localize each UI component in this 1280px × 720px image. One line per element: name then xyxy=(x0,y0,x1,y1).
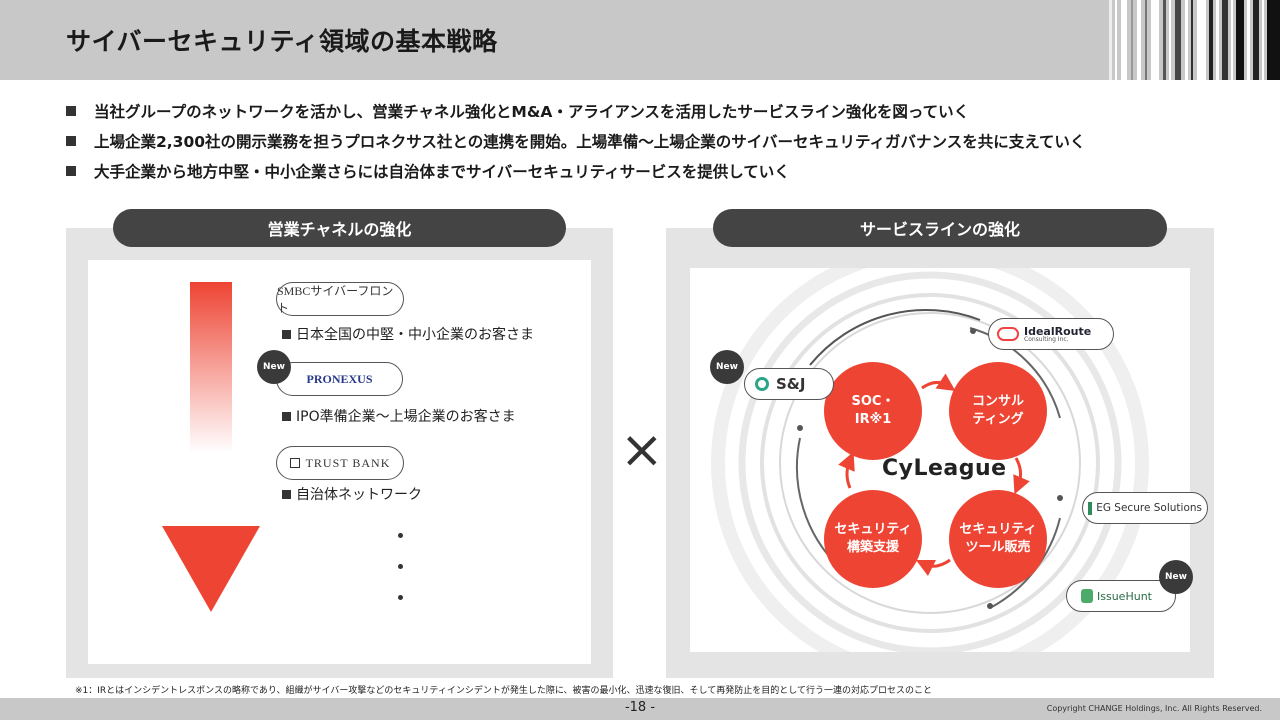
footer-bar xyxy=(0,698,1280,720)
bullet-item: 当社グループのネットワークを活かし、営業チャネル強化とM&A・アライアンスを活用… xyxy=(66,96,1266,126)
trust-bank-logo: TRUST BANK xyxy=(276,446,404,480)
ellipsis-dot xyxy=(398,595,403,600)
security-build-node: セキュリティ 構築支援 xyxy=(824,490,922,588)
eg-secure-partner-logo: EG Secure Solutions xyxy=(1082,492,1208,524)
bullet-square-icon xyxy=(282,329,291,339)
new-badge: New xyxy=(257,350,291,384)
bullet-square-icon xyxy=(66,136,76,146)
concentric-rings-decoration xyxy=(711,268,1149,652)
bullet-square-icon xyxy=(66,106,76,116)
bullet-item: 上場企業2,300社の開示業務を担うプロネクサス社との連携を開始。上場準備～上場… xyxy=(66,126,1266,156)
new-badge: New xyxy=(710,350,744,384)
footnote: ※1：IRとはインシデントレスポンスの略称であり、組織がサイバー攻撃などのセキュ… xyxy=(75,686,933,696)
bullet-item: 大手企業から地方中堅・中小企業さらには自治体までサイバーセキュリティサービスを提… xyxy=(66,156,1266,186)
trust-bank-icon xyxy=(289,458,300,468)
consulting-node: コンサル ティング xyxy=(949,362,1047,460)
service-line-heading: サービスラインの強化 xyxy=(713,209,1167,247)
security-tools-node: セキュリティ ツール販売 xyxy=(949,490,1047,588)
copyright: Copyright CHANGE Holdings, Inc. All Righ… xyxy=(1046,704,1262,713)
idealroute-partner-logo: IdealRoute Consulting Inc. xyxy=(988,318,1114,350)
issuehunt-icon xyxy=(1081,589,1093,603)
cycle-arrows-icon xyxy=(838,373,1030,577)
ellipsis-dot xyxy=(398,533,403,538)
smbc-cyberfront-logo: SMBCサイバーフロント xyxy=(276,282,404,316)
down-arrow-icon xyxy=(162,282,260,612)
channel-description: 日本全国の中堅・中小企業のお客さま xyxy=(282,324,534,344)
page-number: -18 - xyxy=(624,700,656,715)
bullet-square-icon xyxy=(66,166,76,176)
bullet-list: 当社グループのネットワークを活かし、営業チャネル強化とM&A・アライアンスを活用… xyxy=(66,96,1266,186)
sj-partner-logo: S&J xyxy=(744,368,834,400)
eg-icon xyxy=(1088,501,1093,515)
channel-description: 自治体ネットワーク xyxy=(282,484,422,504)
barcode-decoration xyxy=(1105,0,1280,80)
bullet-square-icon xyxy=(282,489,291,499)
channel-description: IPO準備企業～上場企業のお客さま xyxy=(282,406,516,426)
page-title: サイバーセキュリティ領域の基本戦略 xyxy=(66,27,498,56)
cyleague-logo: CyLeague xyxy=(882,456,1007,481)
header-bar: サイバーセキュリティ領域の基本戦略 xyxy=(0,0,1280,80)
idealroute-icon xyxy=(997,327,1019,341)
bullet-square-icon xyxy=(282,411,291,421)
sales-channel-heading: 営業チャネルの強化 xyxy=(113,209,566,247)
soc-ir-node: SOC・ IR※1 xyxy=(824,362,922,460)
sj-icon xyxy=(755,377,769,391)
multiply-icon: × xyxy=(620,420,664,480)
new-badge: New xyxy=(1159,560,1193,594)
pronexus-logo: PRONEXUS xyxy=(276,362,403,396)
ellipsis-dot xyxy=(398,564,403,569)
issuehunt-partner-logo: IssueHunt xyxy=(1066,580,1176,612)
